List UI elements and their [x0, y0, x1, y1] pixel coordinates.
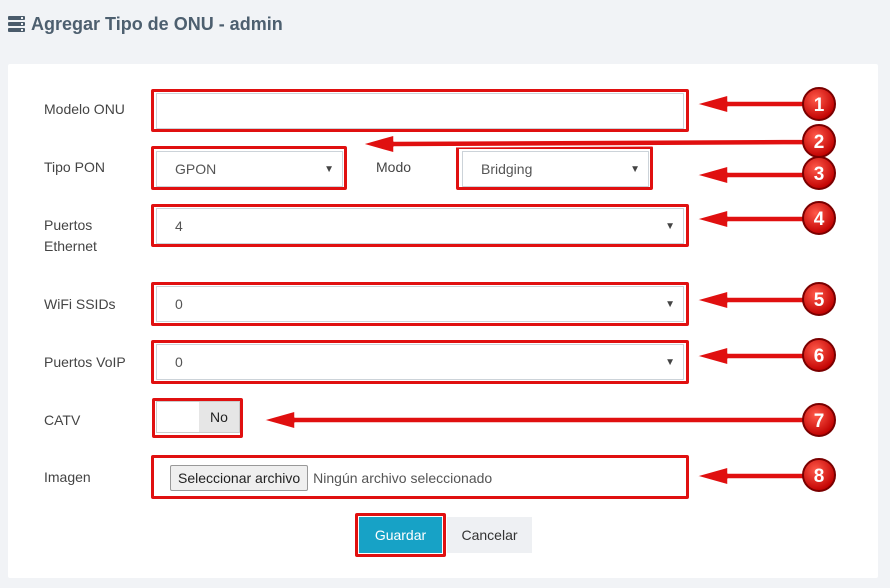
modo-value: Bridging [481, 161, 533, 177]
caret-down-icon: ▼ [630, 164, 640, 175]
toggle-knob [157, 402, 199, 432]
modo-select[interactable]: Bridging ▼ [462, 151, 649, 187]
catv-toggle-state: No [199, 402, 239, 432]
imagen-file-input: Seleccionar archivo Ningún archivo selec… [156, 460, 684, 496]
highlight-box-4 [151, 204, 689, 247]
page-header: Agregar Tipo de ONU - admin [0, 0, 890, 52]
puertos-ethernet-value: 4 [175, 218, 183, 234]
highlight-box-1 [151, 89, 689, 132]
catv-toggle[interactable]: No [156, 401, 240, 433]
wifi-ssids-select[interactable]: 0 ▼ [156, 286, 684, 322]
wifi-ssids-label: WiFi SSIDs [44, 296, 116, 312]
highlight-box-3 [456, 146, 653, 190]
modo-label: Modo [376, 159, 412, 175]
caret-down-icon: ▼ [665, 221, 675, 232]
highlight-box-6 [151, 340, 689, 384]
caret-down-icon: ▼ [665, 299, 675, 310]
page-title: Agregar Tipo de ONU - admin [31, 14, 283, 34]
caret-down-icon: ▼ [665, 357, 675, 368]
puertos-ethernet-label-line2: Ethernet [44, 238, 97, 254]
select-file-button[interactable]: Seleccionar archivo [170, 465, 309, 491]
puertos-ethernet-select[interactable]: 4 ▼ [156, 208, 684, 244]
puertos-voip-label: Puertos VoIP [44, 354, 126, 370]
highlight-box-7 [152, 398, 243, 438]
puertos-voip-value: 0 [175, 354, 183, 370]
file-status-text: Ningún archivo seleccionado [313, 470, 493, 486]
highlight-box-5 [151, 282, 689, 326]
modelo-onu-input[interactable] [156, 93, 684, 129]
caret-down-icon: ▼ [324, 164, 334, 175]
highlight-box-2 [151, 146, 347, 190]
wifi-ssids-value: 0 [175, 296, 183, 312]
modelo-onu-label: Modelo ONU [44, 101, 125, 117]
highlight-box-save [355, 513, 446, 557]
catv-label: CATV [44, 412, 81, 428]
cancel-button[interactable]: Cancelar [447, 517, 532, 553]
puertos-voip-select[interactable]: 0 ▼ [156, 344, 684, 380]
puertos-ethernet-label: Puertos Ethernet [44, 215, 97, 257]
tipo-pon-select[interactable]: GPON ▼ [156, 151, 343, 187]
highlight-box-8 [151, 455, 689, 499]
imagen-label: Imagen [44, 469, 91, 485]
puertos-ethernet-label-line1: Puertos [44, 217, 93, 233]
server-icon [8, 16, 25, 33]
save-button[interactable]: Guardar [359, 517, 442, 553]
tipo-pon-value: GPON [175, 161, 217, 177]
tipo-pon-label: Tipo PON [44, 159, 105, 175]
